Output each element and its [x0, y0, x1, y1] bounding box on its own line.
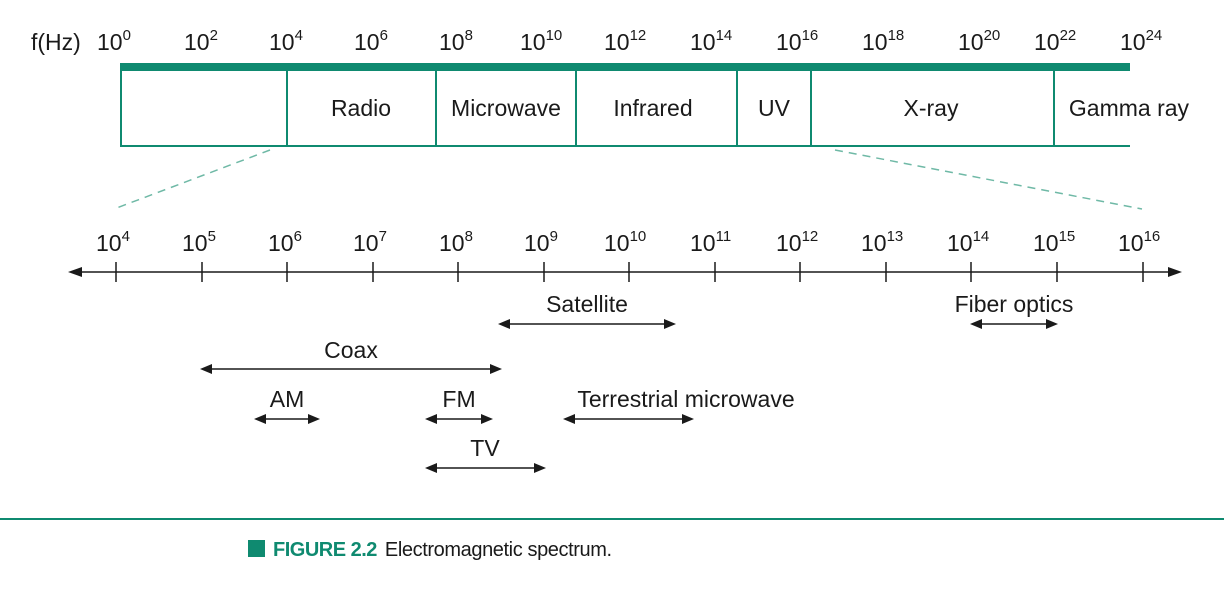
- top-tick-label: 1018: [862, 27, 904, 55]
- bottom-tick-label: 105: [182, 228, 216, 256]
- range-label-satellite: Satellite: [546, 291, 628, 317]
- band-label-xray: X-ray: [904, 95, 959, 121]
- range-label-fiber-optics: Fiber optics: [955, 291, 1074, 317]
- top-tick-label: 1010: [520, 27, 562, 55]
- range-arrow-fm: [425, 414, 493, 424]
- band-label-uv: UV: [758, 95, 791, 121]
- range-label-fm: FM: [442, 386, 475, 412]
- bottom-tick-label: 1012: [776, 228, 818, 256]
- application-ranges: Satellite Fiber optics Coax AM FM: [200, 291, 1073, 473]
- top-tick-label: 102: [184, 27, 218, 55]
- top-tick-label: 106: [354, 27, 388, 55]
- figure-caption-text: Electromagnetic spectrum.: [384, 539, 612, 561]
- bottom-tick-label: 1014: [947, 228, 989, 256]
- bottom-tick-label: 1013: [861, 228, 903, 256]
- top-tick-label: 1024: [1120, 27, 1162, 55]
- bottom-tick-label: 1016: [1118, 228, 1160, 256]
- top-tick-label: 1020: [958, 27, 1000, 55]
- range-label-coax: Coax: [324, 337, 378, 363]
- top-tick-label: 1014: [690, 27, 732, 55]
- range-arrow-satellite: [498, 319, 676, 329]
- range-arrow-terrestrial-microwave: [563, 414, 694, 424]
- range-label-terrestrial-microwave: Terrestrial microwave: [577, 386, 794, 412]
- top-tick-label: 1016: [776, 27, 818, 55]
- bottom-scale: 104 105 106 107 108 109 1010 1011 1012 1…: [96, 228, 1160, 256]
- bottom-tick-label: 108: [439, 228, 473, 256]
- top-tick-label: 100: [97, 27, 131, 55]
- bottom-tick-label: 104: [96, 228, 130, 256]
- top-tick-label: 1012: [604, 27, 646, 55]
- band-label-infrared: Infrared: [613, 95, 692, 121]
- zoom-line-right: [834, 149, 1143, 210]
- bottom-tick-label: 109: [524, 228, 558, 256]
- band-bar: Radio Microwave Infrared UV X-ray Gamma …: [120, 63, 1190, 147]
- bottom-axis: [68, 262, 1182, 282]
- top-tick-label: 104: [269, 27, 303, 55]
- caption-square-icon: [248, 540, 265, 557]
- band-bar-top-edge: [120, 63, 1130, 71]
- range-arrow-coax: [200, 364, 502, 374]
- axis-arrow-left-icon: [68, 267, 82, 277]
- range-arrow-tv: [425, 463, 546, 473]
- band-label-radio: Radio: [331, 95, 391, 121]
- band-label-gamma-ray: Gamma ray: [1069, 95, 1190, 121]
- band-label-microwave: Microwave: [451, 95, 561, 121]
- bottom-tick-label: 1011: [690, 228, 731, 256]
- axis-arrow-right-icon: [1168, 267, 1182, 277]
- range-arrow-fiber-optics: [970, 319, 1058, 329]
- range-label-am: AM: [270, 386, 305, 412]
- bottom-tick-label: 107: [353, 228, 387, 256]
- range-arrow-am: [254, 414, 320, 424]
- top-tick-label: 108: [439, 27, 473, 55]
- zoom-line-left: [113, 149, 271, 210]
- top-tick-label: 1022: [1034, 27, 1076, 55]
- axis-label-fhz: f(Hz): [31, 29, 81, 55]
- bottom-tick-label: 1010: [604, 228, 646, 256]
- figure-caption: FIGURE 2.2 Electromagnetic spectrum.: [248, 539, 612, 569]
- bottom-tick-label: 106: [268, 228, 302, 256]
- range-label-tv: TV: [470, 435, 500, 461]
- bottom-tick-label: 1015: [1033, 228, 1075, 256]
- top-scale: f(Hz) 100 102 104 106 108 1010 1012 1014…: [31, 27, 1162, 55]
- figure-number: FIGURE 2.2: [273, 539, 377, 561]
